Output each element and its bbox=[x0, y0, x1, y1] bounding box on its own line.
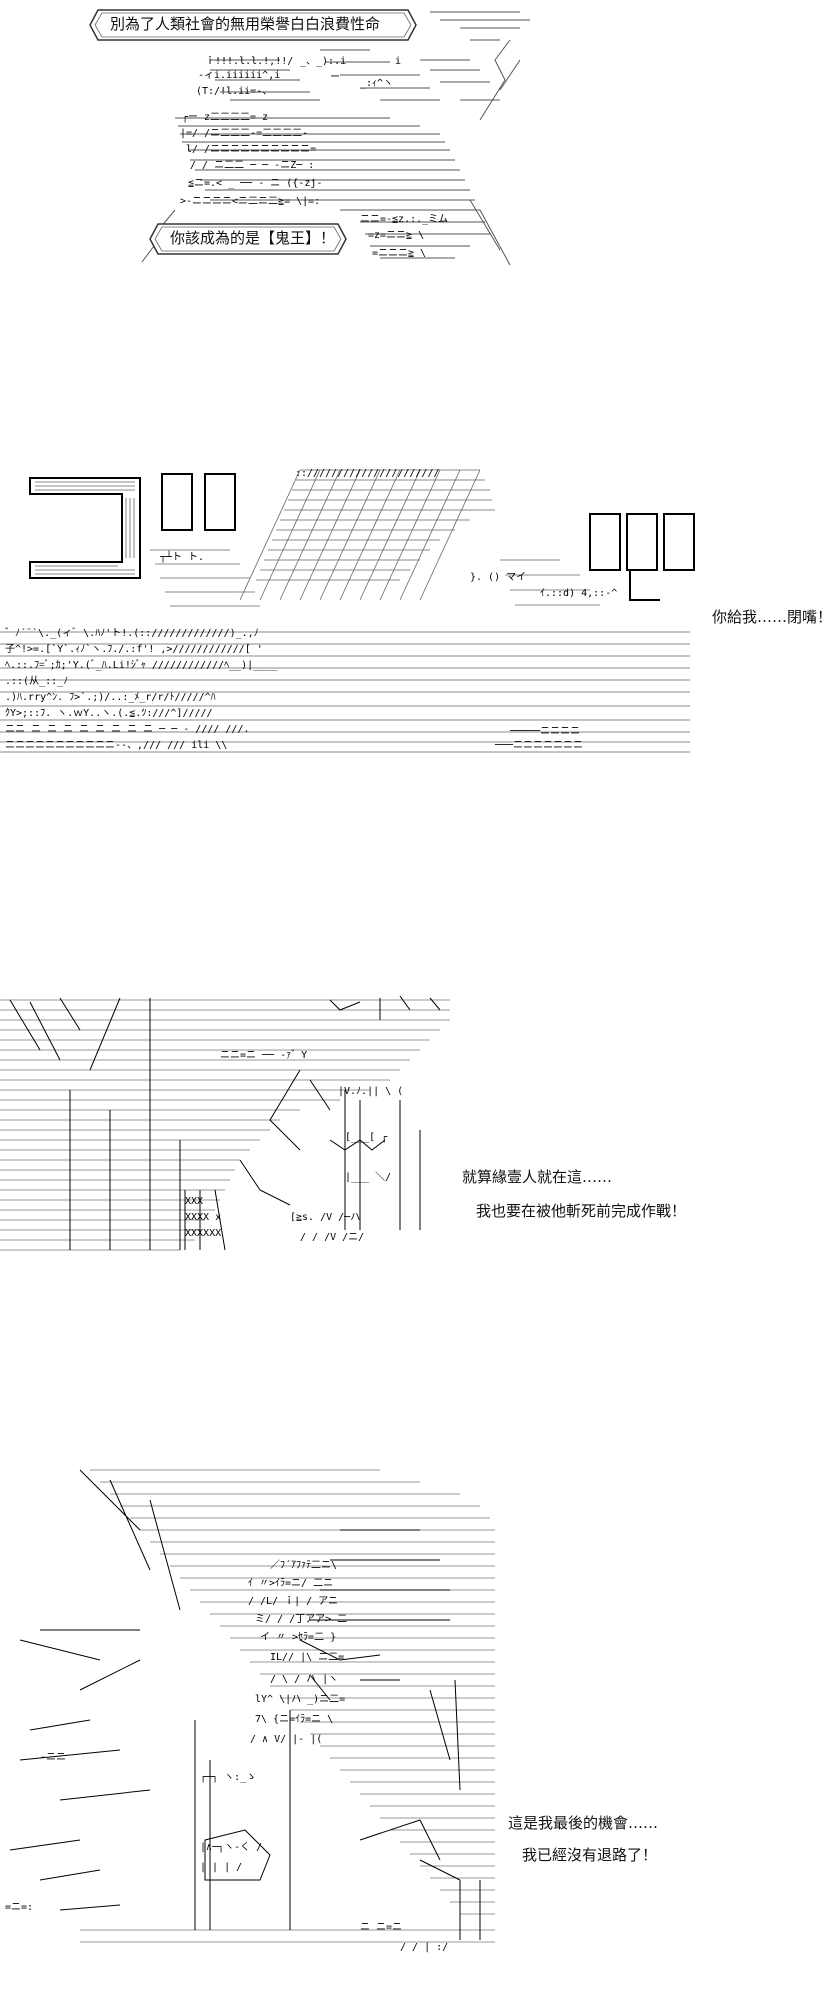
svg-text:ニニニニニニニニニニニ--、,/// /// ili: ニニニニニニニニニニニ--、,/// /// ili \\ bbox=[5, 740, 227, 751]
svg-text:(T:/!l.ii=-、: (T:/!l.ii=-、 bbox=[196, 86, 272, 97]
svg-text:|=/ /ニ二二二-=二二二二-: |=/ /ニ二二二-=二二二二- bbox=[180, 128, 308, 139]
svg-text:ｉ!!!.l.l.!,!!/: ｉ!!!.l.l.!,!!/ bbox=[205, 55, 293, 67]
svg-text:lY^ \|ハ _)ニ二=: lY^ \|ハ _)ニ二= bbox=[255, 1694, 345, 1705]
svg-text:.)ﾊ.rry^ﾝ. ﾌ>`.;)/..:_ﾒ_r/r/ﾄ/: .)ﾊ.rry^ﾝ. ﾌ>`.;)/..:_ﾒ_r/r/ﾄ/////^ﾊ bbox=[5, 691, 216, 703]
ascii-art-impact-sfx: ::////////////////////// ┬┴ト ト. ゛ﾉ´¨`\._… bbox=[0, 460, 840, 800]
svg-text:／ﾌ´ｱﾌｧﾃ二ニ\: ／ﾌ´ｱﾌｧﾃ二ニ\ bbox=[270, 1559, 337, 1571]
svg-text:}. () マイ: }. () マイ bbox=[470, 572, 526, 583]
dialogue-line-2: 我也要在被他斬死前完成作戰！ bbox=[476, 1202, 687, 1220]
ascii-art-figure-4: ／ﾌ´ｱﾌｧﾃ二ニ\ ｲ 〃>ｲﾗ=ニ/ 二ニ / /L/ ｉ| / アニ ミ/… bbox=[0, 1460, 840, 1980]
svg-text:/ / ニ二二 ─ ─ -ニZ─ :: / / ニ二二 ─ ─ -ニZ─ : bbox=[190, 160, 314, 171]
svg-text:/ /L/ ｉ| / アニ: / /L/ ｉ| / アニ bbox=[248, 1595, 338, 1607]
svg-text:/ / /V /ニ/: / / /V /ニ/ bbox=[300, 1232, 364, 1243]
svg-text:>-ニニニニ<ニ二ニ二≧= \|=:: >-ニニニニ<ニ二ニ二≧= \|=: bbox=[180, 196, 320, 207]
svg-text:ﾍ.::.ﾌ=ﾞ;ｶ;'Y.(ﾞ_ﾊ.Li!ｼﾞｬ ////: ﾍ.::.ﾌ=ﾞ;ｶ;'Y.(ﾞ_ﾊ.Li!ｼﾞｬ ////////////ﾍ_… bbox=[5, 659, 278, 671]
svg-text:ミ/ / /丁アア> 二: ミ/ / /丁アア> 二 bbox=[255, 1614, 347, 1625]
svg-text:ニニ=ニ ── -ｧ゛Y: ニニ=ニ ── -ｧ゛Y bbox=[220, 1049, 307, 1061]
svg-text:/ / | :/: / / | :/ bbox=[400, 1942, 448, 1953]
svg-text:ｸY>;::ﾌ. ヽ.ｗY..ヽ.(.≦.ﾂ:///^]/: ｸY>;::ﾌ. ヽ.ｗY..ヽ.(.≦.ﾂ:///^]///// bbox=[5, 707, 213, 719]
dialogue-line-2: 我已經沒有退路了！ bbox=[522, 1846, 658, 1864]
svg-text:XXXX x: XXXX x bbox=[185, 1212, 221, 1223]
svg-text:≦ニ=.< _ ── - ニ ({-zj-: ≦ニ=.< _ ── - ニ ({-zj- bbox=[188, 178, 322, 189]
speech-bubble-1: 別為了人類社會的無用榮譽白白浪費性命 bbox=[88, 8, 418, 42]
panel-4: ／ﾌ´ｱﾌｧﾃ二ニ\ ｲ 〃>ｲﾗ=ニ/ 二ニ / /L/ ｉ| / アニ ミ/… bbox=[0, 1460, 840, 1980]
svg-text:/ \ / ハ |ヽ: / \ / ハ |ヽ bbox=[270, 1674, 338, 1685]
svg-text::://////////////////////: ::////////////////////// bbox=[295, 468, 440, 479]
svg-text:=z=ニニ≧ \: =z=ニニ≧ \ bbox=[368, 230, 424, 241]
svg-text:┌ー z二二二二= z: ┌ー z二二二二= z bbox=[182, 112, 268, 123]
ascii-art-figure-3: ニニ=ニ ── -ｧ゛Y |V.ﾉ.|| \ ( [___[ ┌ |___ ＼/… bbox=[0, 990, 840, 1290]
bubble-2-text: 你該成為的是【鬼王】！ bbox=[170, 229, 336, 247]
svg-text:ニニ=-≦z.:._ミム: ニニ=-≦z.:._ミム bbox=[360, 213, 448, 225]
svg-text:ー: ー bbox=[330, 72, 340, 83]
bubble-1-text: 別為了人類社會的無用榮譽白白浪費性命 bbox=[110, 15, 381, 33]
svg-text:[≧s. /V /─ハ: [≧s. /V /─ハ bbox=[290, 1212, 360, 1223]
svg-text:| | | /: | | | / bbox=[200, 1862, 242, 1873]
svg-text:-ニニ: -ニニ bbox=[40, 1752, 66, 1763]
svg-text:┌─┐ ヽ:_ゝ: ┌─┐ ヽ:_ゝ bbox=[200, 1772, 256, 1783]
svg-text:゛ﾉ´¨`\._(ィﾞ \.ﾊﾉ'ト!.(:://////: ゛ﾉ´¨`\._(ィﾞ \.ﾊﾉ'ト!.(:://///////////)_.,… bbox=[5, 627, 259, 639]
svg-text:=ニ=:: =ニ=: bbox=[5, 1902, 33, 1913]
svg-text:-ィi.iiiiii^,i: -ィi.iiiiii^,i bbox=[198, 70, 280, 81]
dialogue-line-1: 這是我最後的機會…… bbox=[508, 1814, 659, 1832]
svg-text:.::(从_::_ﾉ=ヘ^(ヽ':!-^ﾄ//////ｨ//: .::(从_::_ﾉ=ヘ^(ヽ':!-^ﾄ//////ｨ///// bbox=[5, 676, 68, 687]
svg-text:l/ /ニニニニニニニニニニ=: l/ /ニニニニニニニニニニ= bbox=[186, 144, 316, 155]
svg-text:子^!>=.[`Y`.ｨﾉ`ヽ.ﾌ./.:f'! ,>/: 子^!>=.[`Y`.ｨﾉ`ヽ.ﾌ./.:f'! ,>////////////[… bbox=[5, 643, 263, 655]
svg-text:ｲ 〃>ｲﾗ=ニ/ 二ニ: ｲ 〃>ｲﾗ=ニ/ 二ニ bbox=[248, 1578, 333, 1589]
panel-2: ::////////////////////// ┬┴ト ト. ゛ﾉ´¨`\._… bbox=[0, 460, 840, 800]
svg-text:/ ∧ V/ |- |(: / ∧ V/ |- |( bbox=[250, 1734, 322, 1745]
svg-text:|___ ＼/: |___ ＼/ bbox=[345, 1171, 391, 1183]
svg-text:|∧─┐ヽ-く /: |∧─┐ヽ-く / bbox=[200, 1842, 262, 1853]
dialogue-line-1: 就算緣壹人就在這…… bbox=[462, 1168, 613, 1186]
svg-text:_:ｨ^ヽ: _:ｨ^ヽ bbox=[360, 78, 393, 89]
svg-text:i: i bbox=[395, 56, 401, 67]
svg-text:=ニニニ≧ \: =ニニニ≧ \ bbox=[372, 248, 426, 259]
svg-text:XXXXXX: XXXXXX bbox=[185, 1228, 221, 1239]
svg-text:[___[ ┌: [___[ ┌ bbox=[345, 1132, 388, 1143]
svg-text:7\ {ニ=ｲﾗ=ニ \: 7\ {ニ=ｲﾗ=ニ \ bbox=[255, 1714, 333, 1725]
svg-text:イ 〃 >ｾﾗ=二 }: イ 〃 >ｾﾗ=二 } bbox=[260, 1631, 336, 1643]
svg-text:┬┴ト ト.: ┬┴ト ト. bbox=[159, 550, 204, 563]
ascii-art-figure-1: ｉ!!!.l.l.!,!!/ -ィi.iiiiii^,i (T:/!l.ii=-… bbox=[0, 0, 840, 280]
svg-text:─────ニニニニ: ─────ニニニニ bbox=[509, 726, 580, 737]
svg-text:ニニ ニ ニ ニ ニ ニ ニ ニ ニ ─ ─ - ////: ニニ ニ ニ ニ ニ ニ ニ ニ ニ ─ ─ - //// ///. bbox=[5, 724, 250, 735]
svg-text:ニ ニ=ニ: ニ ニ=ニ bbox=[360, 1922, 402, 1933]
svg-text:IL// |\ ニ二=: IL// |\ ニ二= bbox=[270, 1652, 344, 1663]
svg-text:|V.ﾉ.|| \ (: |V.ﾉ.|| \ ( bbox=[338, 1086, 403, 1097]
svg-text:XXX: XXX bbox=[185, 1196, 203, 1207]
svg-text:ｲ.::d) 4,::-^: ｲ.::d) 4,::-^ bbox=[540, 588, 617, 599]
dialogue-text: 你給我……閉嘴！ bbox=[712, 608, 833, 626]
panel-3: ニニ=ニ ── -ｧ゛Y |V.ﾉ.|| \ ( [___[ ┌ |___ ＼/… bbox=[0, 990, 840, 1290]
panel-1: ｉ!!!.l.l.!,!!/ -ィi.iiiiii^,i (T:/!l.ii=-… bbox=[0, 0, 840, 280]
svg-text:_、_):.i: _、_):.i bbox=[300, 56, 346, 67]
speech-bubble-2: 你該成為的是【鬼王】！ bbox=[148, 222, 348, 256]
svg-text:───ニニニニニニニ: ───ニニニニニニニ bbox=[494, 740, 583, 751]
